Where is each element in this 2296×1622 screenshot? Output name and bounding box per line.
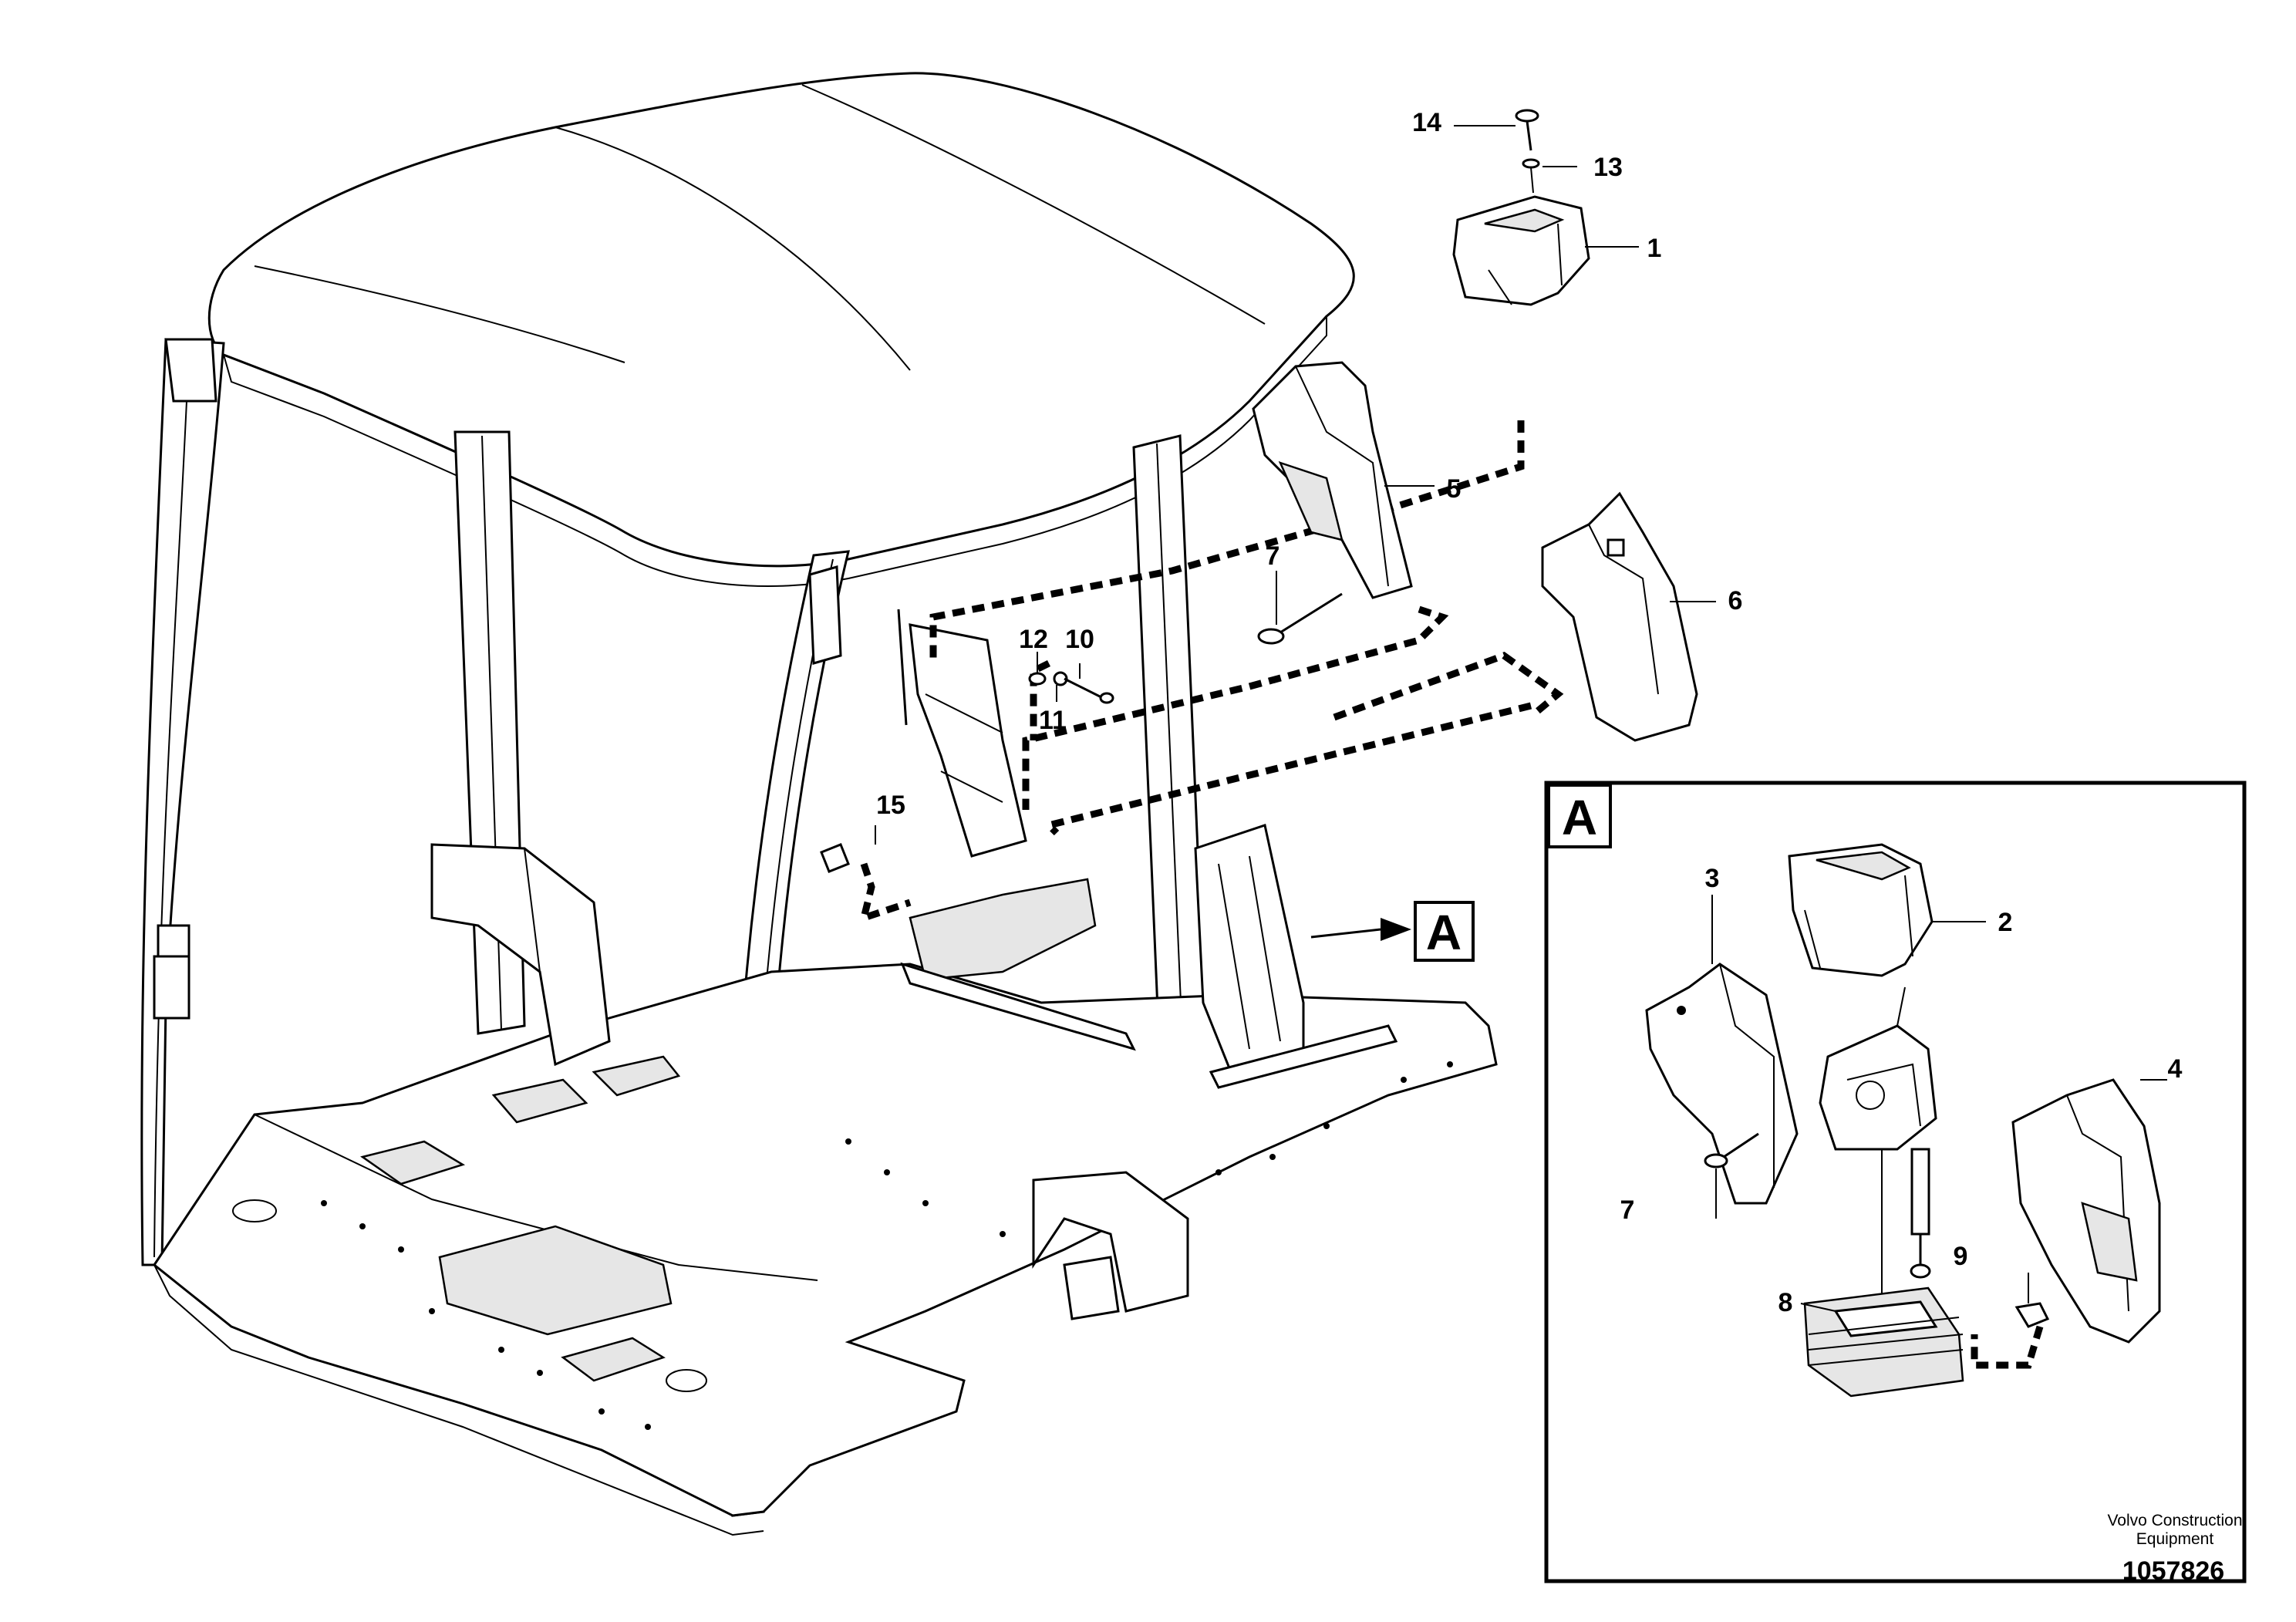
label-part-15: 15: [876, 791, 905, 820]
label-part-11: 11: [1039, 706, 1067, 735]
brand-line-1: Volvo Construction: [2107, 1512, 2242, 1529]
part-10-11-12-fasteners-drawing: [1028, 671, 1114, 704]
cab-frame-drawing: [140, 72, 1498, 1536]
brand-line-2: Equipment: [2136, 1530, 2214, 1548]
label-part-4: 4: [2168, 1054, 2183, 1084]
label-part-14: 14: [1412, 108, 1441, 137]
rear-left-console: [430, 843, 611, 1067]
detail-inset-tag: [1547, 784, 1612, 848]
front-right-console: [1032, 1171, 1189, 1313]
label-part-9: 9: [1954, 1242, 1968, 1271]
label-part-13: 13: [1593, 153, 1623, 182]
floor-boot: [909, 878, 1097, 981]
label-part-3: 3: [1705, 864, 1720, 893]
label-part-8: 8: [1778, 1288, 1793, 1317]
detail-inset-drawing: [1645, 843, 2161, 1398]
label-part-12: 12: [1019, 625, 1048, 654]
part-6-panel-drawing: [1541, 491, 1698, 742]
part-7-bolt-drawing: [1257, 592, 1343, 645]
left-front-pillar: [140, 338, 225, 1266]
detail-leaders: [1711, 895, 2167, 1312]
label-part-7-main: 7: [1266, 541, 1280, 571]
part-14-screw-drawing: [1515, 109, 1540, 194]
label-part-5: 5: [1447, 474, 1462, 504]
part-5-panel-drawing: [1252, 361, 1413, 599]
detail-inset-letter: A: [1562, 790, 1597, 845]
main-leaders: [875, 125, 1716, 941]
assembly-dash-lines: [858, 420, 1564, 923]
control-stand-left: [909, 623, 1027, 858]
label-part-10: 10: [1065, 625, 1094, 654]
part-15-plug-drawing: [820, 843, 850, 873]
detail-callout-letter: A: [1426, 905, 1462, 960]
label-part-6: 6: [1728, 586, 1743, 615]
detail-callout-box: [1414, 901, 1475, 962]
label-part-1: 1: [1647, 234, 1662, 263]
document-number: 1057826: [2122, 1556, 2224, 1586]
part-1-housing-drawing: [1452, 195, 1590, 306]
label-part-2: 2: [1998, 908, 2013, 937]
label-part-7-detail: 7: [1620, 1195, 1635, 1225]
